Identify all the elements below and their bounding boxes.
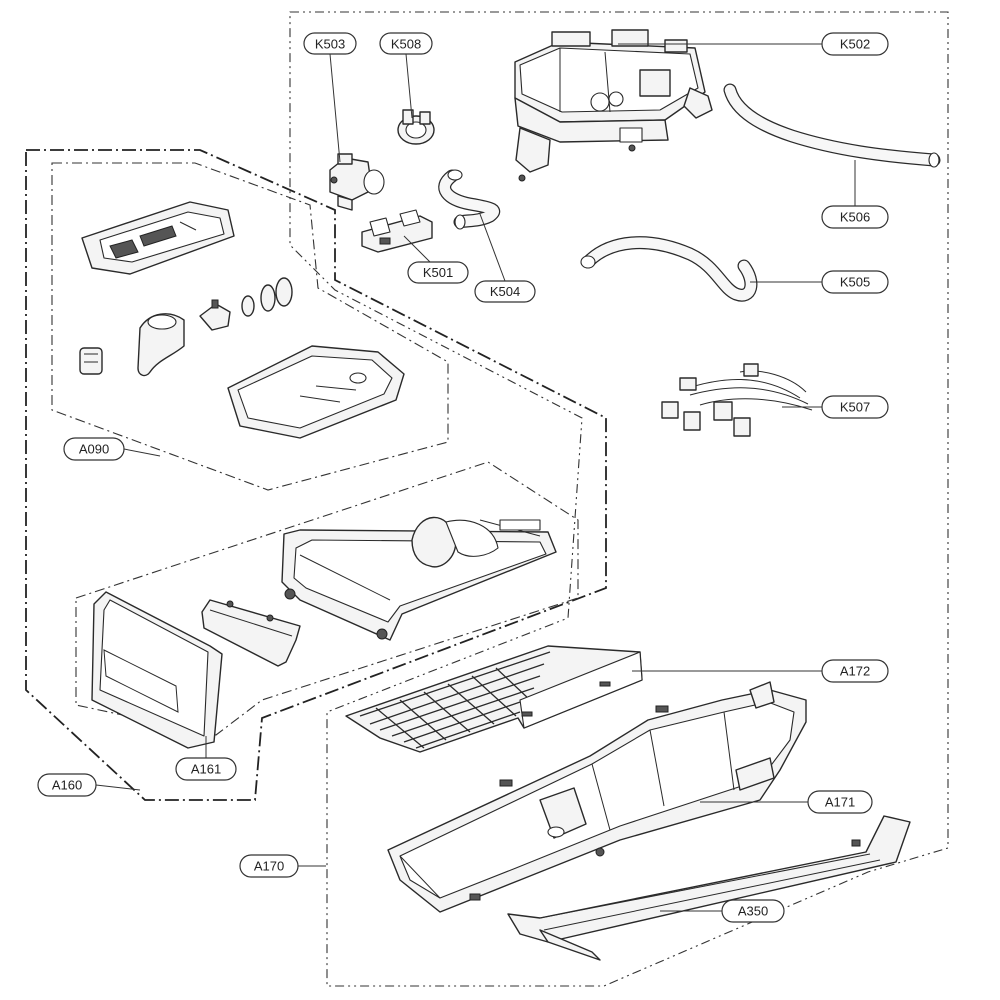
- svg-text:A172: A172: [840, 664, 870, 679]
- svg-text:A161: A161: [191, 762, 221, 777]
- label-a090: A090: [63, 437, 125, 461]
- svg-text:A171: A171: [825, 795, 855, 810]
- svg-text:K506: K506: [840, 210, 870, 225]
- svg-text:K507: K507: [840, 400, 870, 415]
- label-a161: A161: [175, 757, 237, 781]
- label-a171: A171: [807, 790, 873, 814]
- svg-text:A350: A350: [738, 904, 768, 919]
- k503-part: [329, 153, 385, 211]
- label-a160: A160: [37, 773, 97, 797]
- k505-part: [580, 236, 758, 302]
- label-a170: A170: [239, 854, 299, 878]
- svg-text:A160: A160: [52, 778, 82, 793]
- label-k503: K503: [303, 32, 357, 55]
- svg-text:K508: K508: [391, 37, 421, 52]
- a172-grid: [359, 651, 551, 749]
- svg-text:A170: A170: [254, 859, 284, 874]
- svg-text:K504: K504: [490, 284, 520, 299]
- callout-labels: K503 K508 K502 K506 K501 K504 K505 K507: [37, 32, 889, 923]
- label-k508: K508: [379, 32, 433, 55]
- svg-text:K503: K503: [315, 37, 345, 52]
- boundary-a160: [25, 149, 607, 801]
- label-k502: K502: [821, 32, 889, 56]
- a350-part: [507, 815, 911, 961]
- boundary-k-group-a170: [289, 11, 949, 987]
- a090-parts: [79, 201, 405, 439]
- svg-text:K505: K505: [840, 275, 870, 290]
- a172-part: [345, 645, 643, 753]
- boundary-a161: [75, 461, 579, 736]
- k508-part: [397, 109, 435, 145]
- label-k504: K504: [474, 280, 536, 303]
- k504-part: [438, 169, 501, 230]
- group-boundaries: [25, 11, 949, 987]
- k507-part: [661, 363, 813, 437]
- boundary-a090: [51, 162, 449, 491]
- svg-text:A090: A090: [79, 442, 109, 457]
- leader-lines: [95, 43, 856, 912]
- svg-text:K502: K502: [840, 37, 870, 52]
- label-k507: K507: [821, 395, 889, 419]
- a171-part: [387, 681, 807, 913]
- label-k506: K506: [821, 205, 889, 229]
- a161-parts: [91, 516, 557, 749]
- k502-part: [514, 29, 713, 182]
- k501-part: [361, 209, 433, 253]
- label-k501: K501: [407, 261, 469, 284]
- label-a172: A172: [821, 659, 889, 683]
- label-k505: K505: [821, 270, 889, 294]
- svg-text:K501: K501: [423, 265, 453, 280]
- label-a350: A350: [721, 899, 785, 923]
- k506-part: [723, 83, 941, 168]
